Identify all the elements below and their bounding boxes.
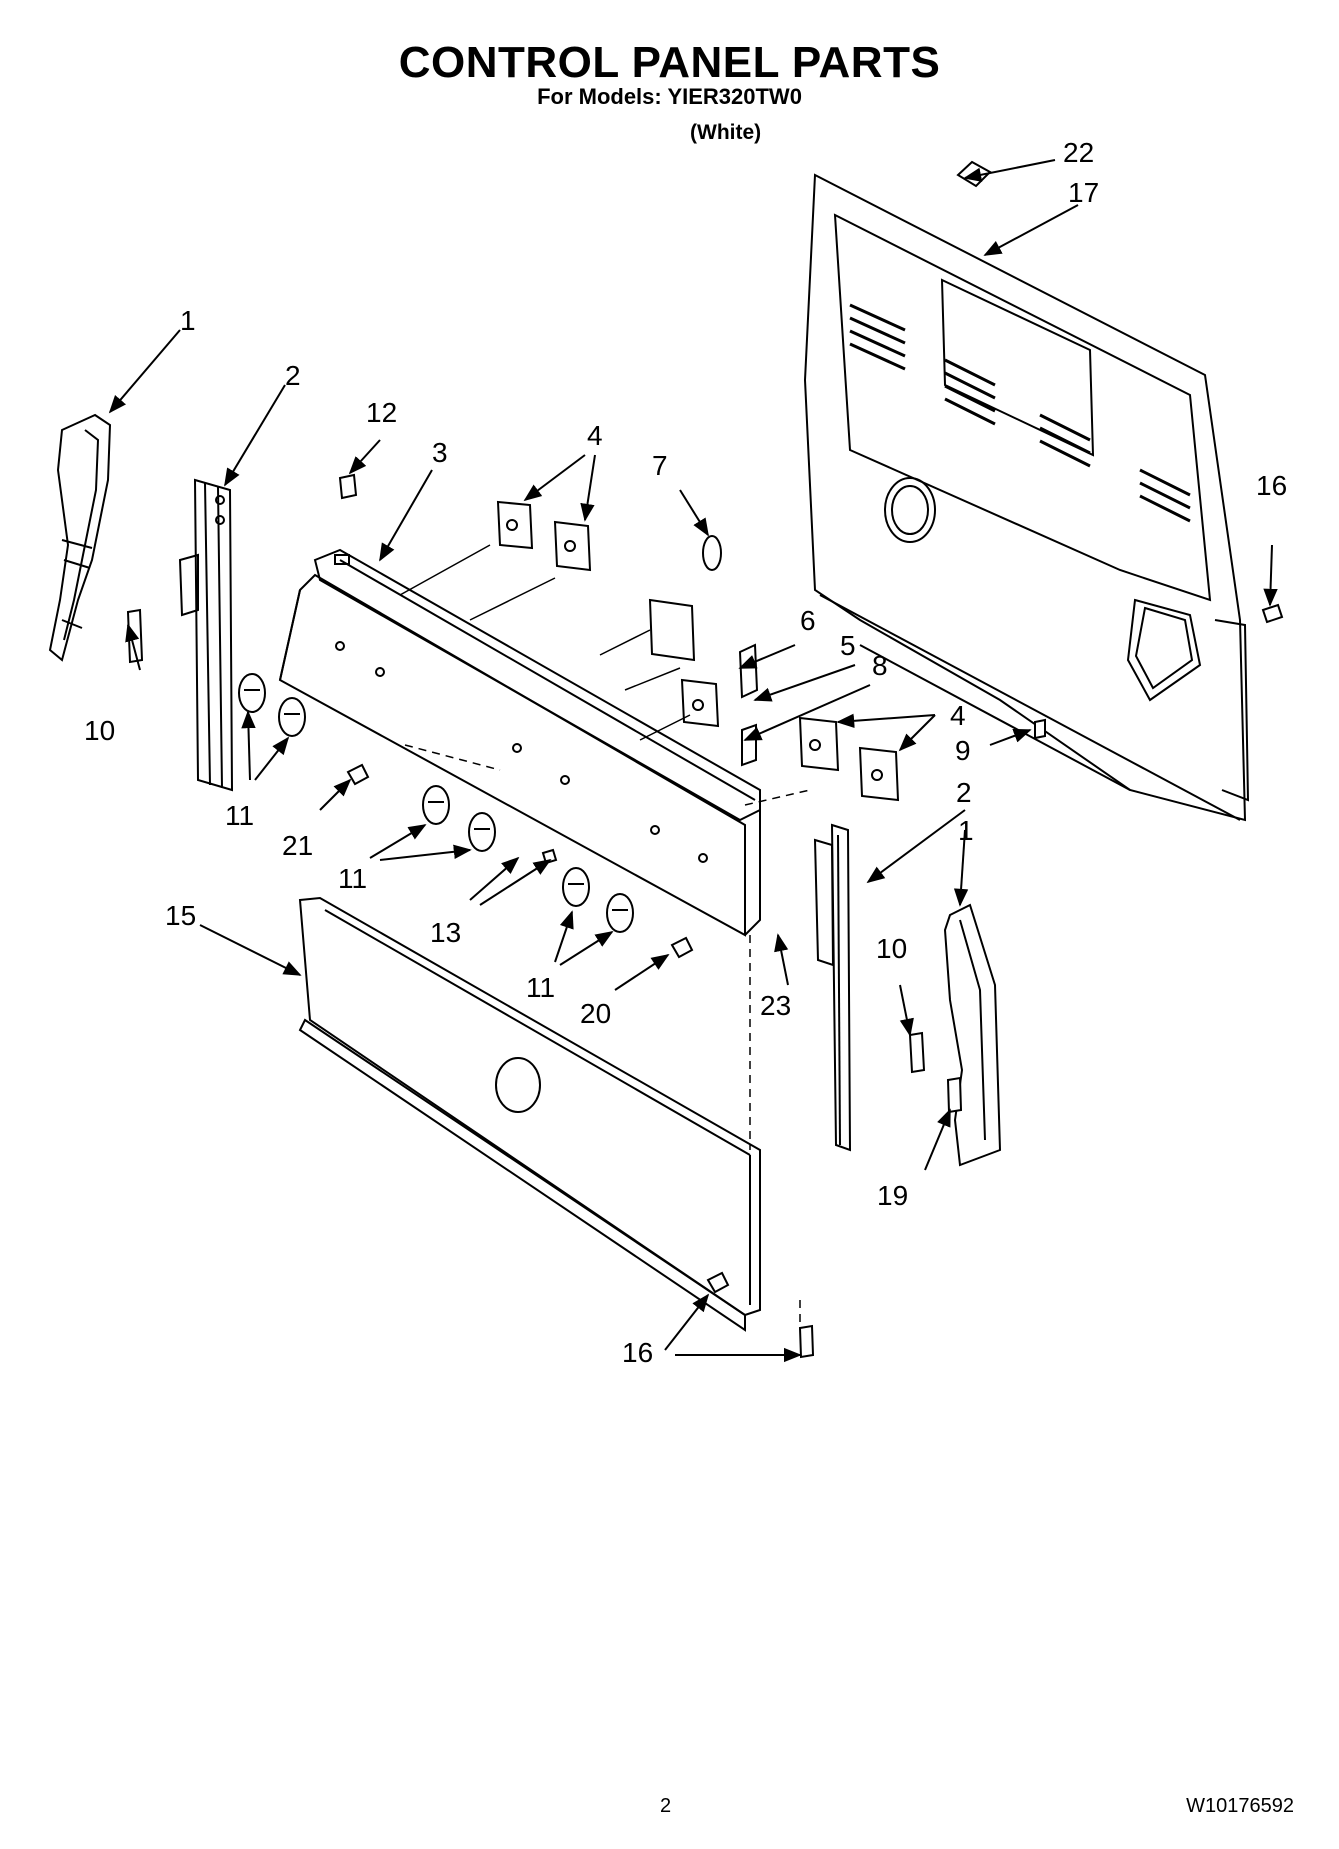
callout-10-left: 10	[84, 715, 115, 746]
callout-21: 21	[282, 830, 313, 861]
right-side-bracket-drawing	[813, 823, 852, 1152]
color-line: (White)	[690, 121, 762, 144]
callout-16-bottom: 16	[622, 1337, 653, 1368]
callout-15: 15	[165, 900, 196, 931]
callout-3: 3	[432, 437, 448, 468]
callout-labels: 1 2 12 3 4 7 22 17 16 6 5 8 4 9 10 11 21…	[84, 137, 1287, 1368]
callout-23: 23	[760, 990, 791, 1021]
callout-19: 19	[877, 1180, 908, 1211]
dashed-guide-lines	[404, 744, 811, 1330]
callout-1-right: 1	[958, 815, 974, 846]
callout-16-right: 16	[1256, 470, 1287, 501]
document-number: W10176592	[1186, 1795, 1294, 1817]
callout-10-right: 10	[876, 933, 907, 964]
callout-2-left: 2	[285, 360, 301, 391]
callout-17: 17	[1068, 177, 1099, 208]
left-clip-drawing	[126, 608, 144, 664]
callout-11-b: 11	[338, 863, 367, 894]
callout-5: 5	[840, 630, 856, 661]
callout-8: 8	[872, 650, 888, 681]
callout-2-right: 2	[956, 777, 972, 808]
callout-12: 12	[366, 397, 397, 428]
models-line: For Models: YIER320TW0	[537, 84, 802, 109]
callout-6: 6	[800, 605, 816, 636]
rear-panel-drawing	[803, 160, 1250, 822]
page-number: 2	[660, 1795, 672, 1817]
callout-13: 13	[430, 917, 461, 948]
callout-9: 9	[955, 735, 971, 766]
right-end-cap-drawing	[943, 903, 1002, 1167]
callout-11-a: 11	[225, 800, 254, 831]
callout-4-top: 4	[587, 420, 603, 451]
callout-4-right: 4	[950, 700, 966, 731]
screws-drawing	[346, 603, 1284, 1359]
left-side-bracket-drawing	[178, 478, 234, 792]
callout-7: 7	[652, 450, 668, 481]
knobs-drawing	[238, 673, 634, 933]
trim-strip-drawing	[298, 896, 761, 1332]
page-title: CONTROL PANEL PARTS	[398, 38, 941, 87]
callout-20: 20	[580, 998, 611, 1029]
left-end-cap-drawing	[48, 413, 112, 662]
wiring-lines-drawing	[399, 544, 691, 741]
leader-lines	[108, 159, 1278, 1363]
callout-22: 22	[1063, 137, 1094, 168]
switches-drawing	[338, 473, 1046, 802]
callout-1-left: 1	[180, 305, 196, 336]
control-panel-drawing	[278, 548, 761, 937]
callout-11-c: 11	[526, 972, 555, 1003]
